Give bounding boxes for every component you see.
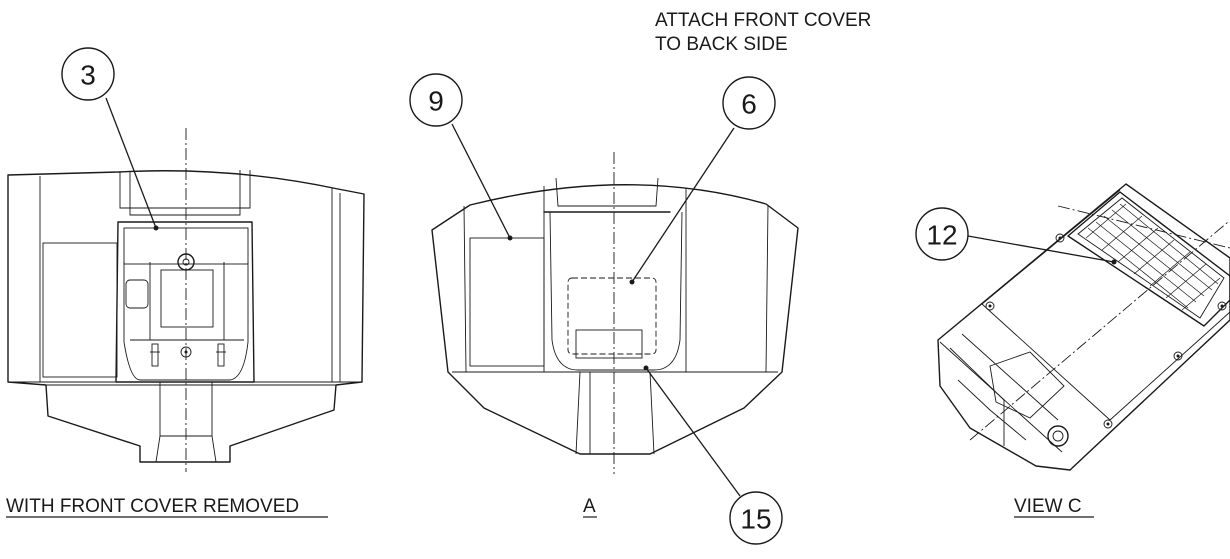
view-a: 9 6 15 [409,73,799,545]
balloon-15 [729,491,783,545]
balloon-12 [915,207,969,261]
balloon-3 [61,47,115,101]
balloon-6 [722,76,776,130]
note-attach-line-1: ATTACH FRONT COVER [655,10,871,31]
note-attach-line-2: TO BACK SIDE [655,34,788,55]
caption-front-cover-removed: WITH FRONT COVER REMOVED [6,496,299,517]
caption-view-c: VIEW C [1014,496,1082,517]
view-c: 12 [915,183,1230,471]
view-front-cover-removed: 3 [7,47,365,472]
balloon-12-label: 12 [926,220,957,251]
balloon-9 [409,73,463,127]
caption-view-a: A [583,496,596,517]
balloon-15-label: 15 [740,504,771,535]
balloon-6-label: 6 [741,89,757,120]
balloon-9-label: 9 [428,86,444,117]
balloon-3-label: 3 [80,60,96,91]
